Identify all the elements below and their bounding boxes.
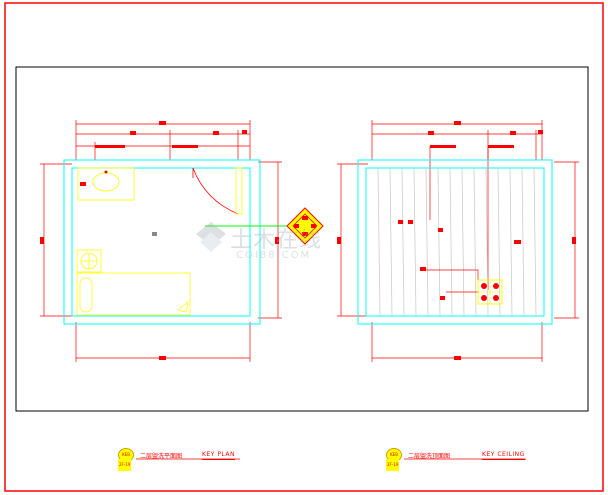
plan-bottom-dim-tag <box>159 356 166 360</box>
plan-title-code: KEB <box>122 452 130 457</box>
watermark-logo-icon <box>196 222 226 252</box>
ceiling-leader-lines <box>424 269 479 293</box>
plan-title-en: KEY PLAN <box>202 450 236 460</box>
plan-door <box>192 167 239 215</box>
plan-right-dim-tag <box>275 237 279 244</box>
ceiling-fan-fixture-icon <box>477 279 503 305</box>
ceiling-left-dim-tag <box>337 237 341 244</box>
ceiling-title-sheet-number: 2F-19 <box>386 459 400 471</box>
ceiling-slats <box>377 167 537 317</box>
watermark-text: 土木在线 <box>230 228 323 253</box>
section-marker-icon <box>286 207 324 245</box>
ceiling-dimension-tags <box>428 121 543 148</box>
plan-walls <box>63 159 261 325</box>
key-plan-drawing <box>40 120 282 362</box>
plan-dimension-tags <box>95 121 247 148</box>
plan-vanity-tag <box>80 182 86 186</box>
ceiling-title-cn: 二层盥洗顶面图 <box>408 452 451 460</box>
plan-toilet <box>76 249 102 273</box>
drawing-area-border <box>15 66 589 412</box>
plan-door-frame <box>235 167 243 215</box>
watermark: 土木在线 COI88.COM <box>196 216 410 272</box>
plan-top-dimensions <box>75 120 251 160</box>
sheet-outer-frame <box>4 2 604 492</box>
ceiling-title-en: KEY CEILING <box>482 450 525 460</box>
plan-vanity <box>77 167 135 201</box>
ceiling-fixture-tags <box>398 220 521 300</box>
ceiling-walls <box>357 159 553 325</box>
watermark-subtext: COI88.COM <box>236 250 312 261</box>
ceiling-title-block: KEB 2F-19 二层盥洗顶面图 KEY CEILING <box>386 448 525 471</box>
ceiling-bottom-dim-tag <box>454 356 461 360</box>
ceiling-title-badge: KEB 2F-19 <box>386 448 402 471</box>
plan-left-dimensions <box>40 163 72 317</box>
plan-title-sheet-number: 2F-19 <box>118 459 132 471</box>
plan-left-dim-tag <box>40 237 44 244</box>
ceiling-right-dim-tag <box>572 237 576 244</box>
plan-title-badge: KEB 2F-19 <box>118 448 134 471</box>
plan-bathtub <box>76 272 191 316</box>
plan-floor-drain <box>152 232 157 236</box>
ceiling-title-code: KEB <box>390 452 398 457</box>
key-ceiling-drawing <box>337 120 579 362</box>
plan-title-cn: 二层盥洗平面图 <box>140 452 183 460</box>
plan-title-block: KEB 2F-19 二层盥洗平面图 KEY PLAN <box>118 448 236 471</box>
